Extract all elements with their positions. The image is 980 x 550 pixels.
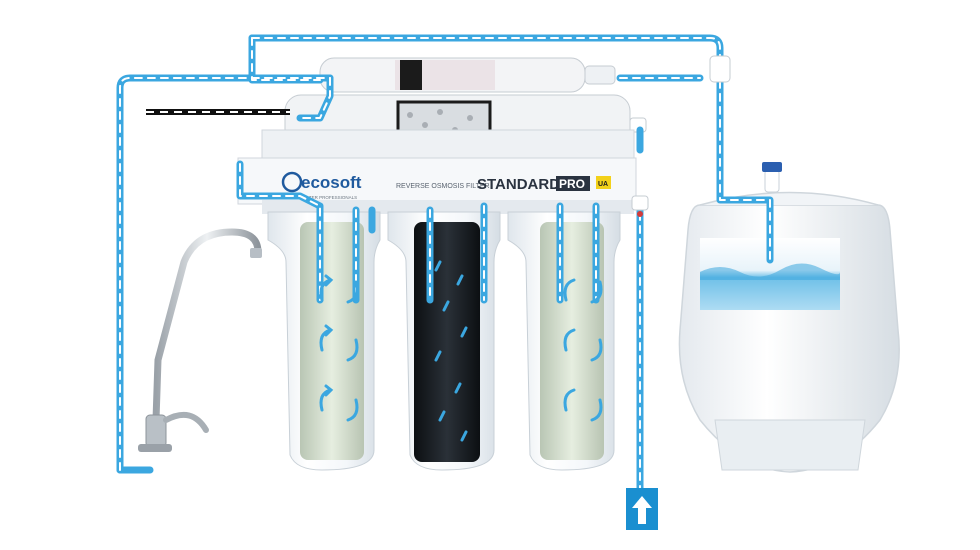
faucet-icon (138, 228, 262, 452)
brand-tagline: ONLY WATER PROFESSIONALS (289, 195, 357, 200)
sediment-cartridge-2 (540, 222, 604, 460)
model-suffix-bg (556, 176, 590, 191)
quality-badge (596, 176, 611, 189)
carbon-cartridge (414, 222, 480, 462)
product-subtitle: REVERSE OSMOSIS FILTER (396, 183, 490, 190)
water-flow-lines (116, 34, 774, 494)
ecosoft-logo-icon (281, 171, 303, 193)
product-model-suffix: PRO (559, 177, 585, 191)
postfilter-cartridge (319, 57, 616, 93)
tee-fitting (709, 55, 731, 83)
tank-valve (764, 169, 780, 193)
inlet-valve-marker (637, 211, 643, 217)
flow-arrows (319, 260, 603, 442)
tank-valve-cap (762, 162, 782, 172)
storage-tank-icon (678, 162, 900, 473)
product-model: STANDARD (477, 176, 560, 193)
inlet-fitting (631, 195, 649, 211)
brand-plate: ecosoft ONLY WATER PROFESSIONALS REVERSE… (281, 171, 611, 200)
up-arrow-icon (626, 488, 658, 530)
sediment-cartridge-1 (300, 222, 364, 460)
filter-bracket (237, 129, 637, 214)
fittings (631, 55, 731, 217)
brand-name: ecosoft (301, 173, 362, 192)
filter-housing-1 (267, 211, 381, 471)
quality-badge-text: UA (598, 181, 608, 188)
